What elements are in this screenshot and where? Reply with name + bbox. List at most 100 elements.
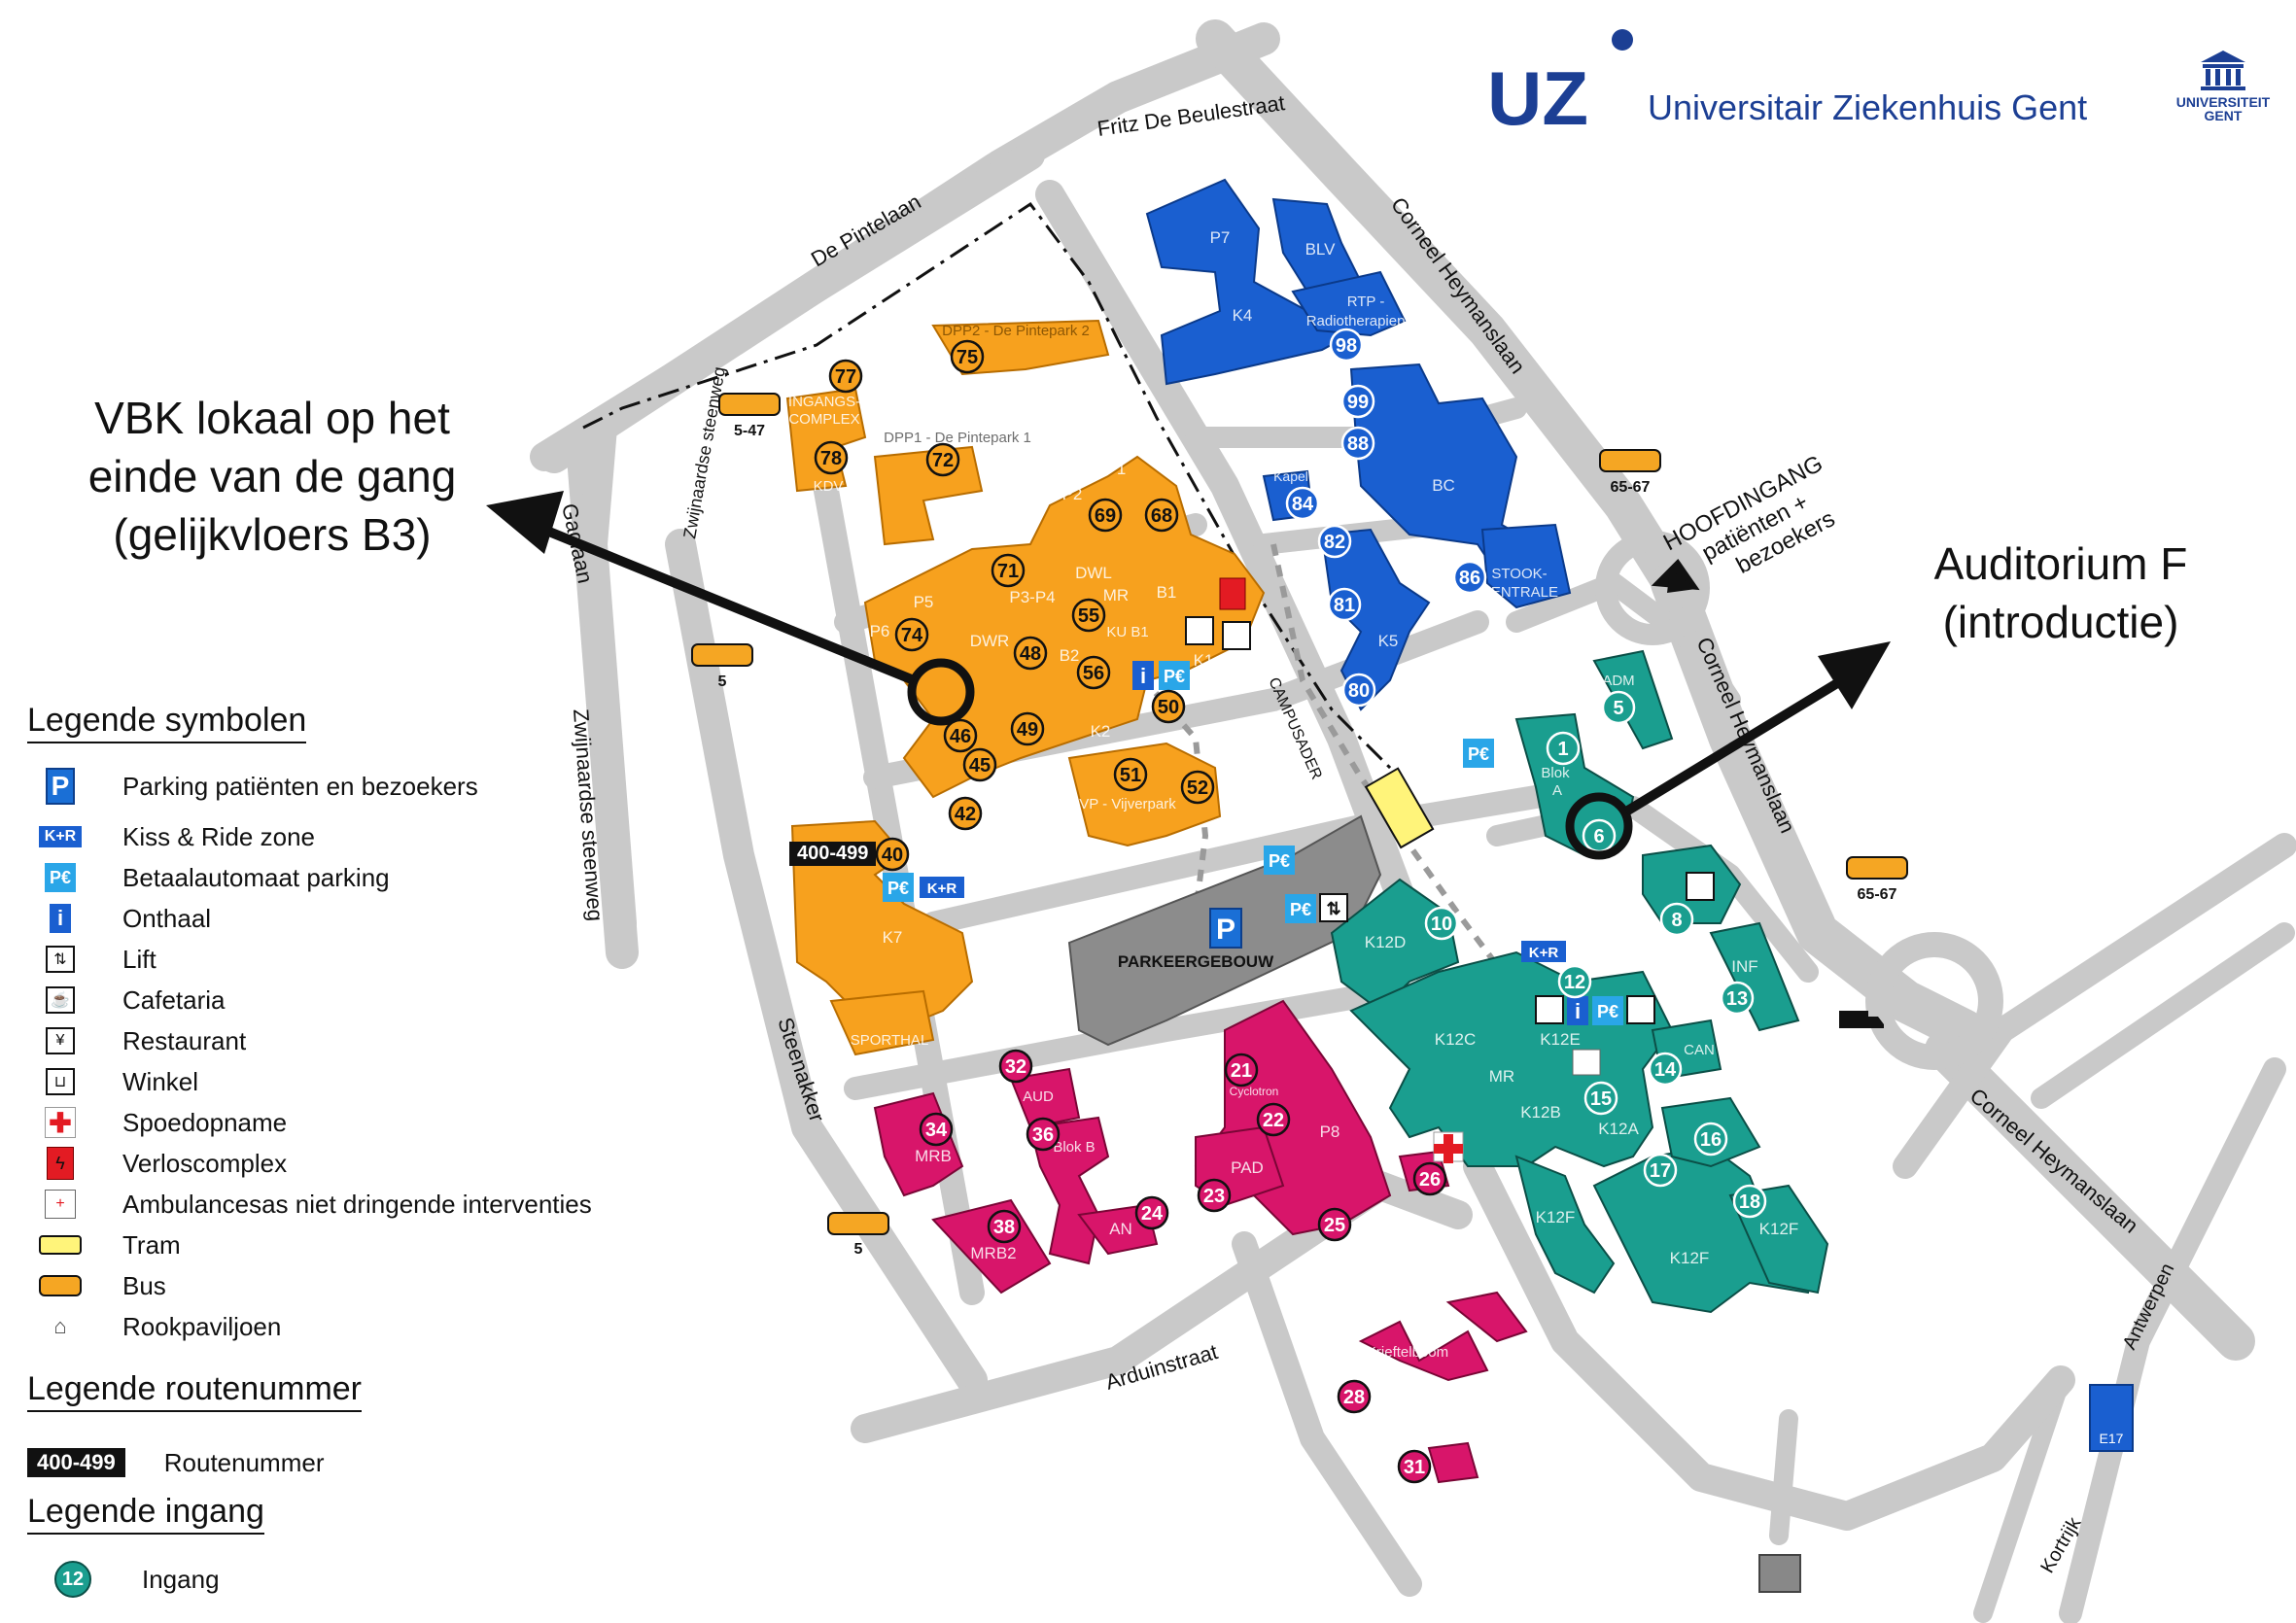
label-p6: P6 xyxy=(870,622,890,640)
marker-72: 72 xyxy=(925,442,960,477)
marker-circle xyxy=(1340,426,1375,461)
maternity-icon[interactable] xyxy=(1219,577,1246,610)
marker-18: 18 xyxy=(1732,1184,1767,1219)
pay-parking-icon[interactable] xyxy=(1264,846,1295,875)
marker-number: 98 xyxy=(1336,335,1357,357)
cafetaria-icon[interactable] xyxy=(1626,995,1655,1024)
kiss-ride-icon[interactable] xyxy=(920,877,964,898)
highlight-ring-auditorium xyxy=(1565,792,1633,860)
marker-84: 84 xyxy=(1285,486,1320,521)
marker-45: 45 xyxy=(962,747,997,782)
legend-entrance-label: Ingang xyxy=(142,1564,220,1594)
legend-item: ⇅ Lift xyxy=(39,941,157,978)
legend-item: ⌂ Rookpaviljoen xyxy=(39,1308,281,1345)
pay-parking-icon[interactable] xyxy=(1592,996,1623,1025)
callout-vbk-line3: (gelijkvloers B3) xyxy=(113,509,432,560)
marker-52: 52 xyxy=(1180,770,1215,805)
pay-parking-icon[interactable] xyxy=(1285,894,1316,923)
marker-98: 98 xyxy=(1329,328,1364,363)
legend-label: Spoedopname xyxy=(122,1107,288,1137)
marker-circle xyxy=(1732,1184,1767,1219)
street-corneel-3: Corneel Heymanslaan xyxy=(1966,1084,2143,1238)
marker-1: 1 xyxy=(1546,731,1581,766)
marker-16: 16 xyxy=(1693,1122,1728,1157)
marker-number: 12 xyxy=(1564,972,1585,993)
hospital-name: Universitair Ziekenhuis Gent xyxy=(1648,87,2088,127)
label-k12f-2: K12F xyxy=(1670,1249,1710,1267)
marker-99: 99 xyxy=(1340,384,1375,419)
bus-icon xyxy=(39,1275,82,1296)
tram-icon xyxy=(39,1235,82,1255)
label-k12f-3: K12F xyxy=(1759,1220,1799,1238)
building-k12f-left xyxy=(1514,1155,1616,1295)
marker-86: 86 xyxy=(1452,560,1487,595)
legend-icon-slot: + xyxy=(39,1189,82,1220)
legend-icon-slot: ⇅ xyxy=(39,944,82,975)
marker-circle xyxy=(1010,711,1045,746)
university-name: UNIVERSITEIT GENT xyxy=(2170,95,2277,122)
marker-12: 12 xyxy=(1557,964,1592,999)
road-arduin xyxy=(851,1171,1473,1443)
marker-circle xyxy=(1256,1102,1291,1137)
legend-entrance-title: Legende ingang xyxy=(27,1493,264,1535)
blue-buildings xyxy=(1145,178,1572,711)
shop-icon: ⊔ xyxy=(46,1068,75,1095)
info-icon[interactable] xyxy=(1132,661,1154,690)
info-letter: i xyxy=(1140,664,1146,688)
marker-circle xyxy=(1224,1053,1259,1088)
smoking-pavilion-icon: ⌂ xyxy=(53,1314,67,1338)
parking-icon[interactable] xyxy=(1209,908,1242,949)
legend-label: Verloscomplex xyxy=(122,1148,288,1178)
label-rtp: RTP - xyxy=(1347,294,1385,310)
kiss-ride-icon[interactable] xyxy=(1521,941,1566,962)
pay-parking-icon[interactable] xyxy=(1159,661,1190,690)
callout-auditorium-line2: (introductie) xyxy=(1942,597,2179,647)
label-aud: AUD xyxy=(1023,1088,1054,1105)
lift-icon[interactable] xyxy=(1319,893,1348,922)
cafetaria-icon[interactable] xyxy=(1222,621,1251,650)
marker-number: 31 xyxy=(1404,1457,1425,1478)
marker-number: 80 xyxy=(1348,680,1370,702)
label-p7: P7 xyxy=(1210,228,1231,247)
entrance-badge: 12 xyxy=(54,1561,91,1598)
road-corneel-south xyxy=(1925,1030,2255,1361)
pay-parking-icon[interactable] xyxy=(883,873,914,902)
legend-icon-slot: P xyxy=(39,768,82,805)
label-dwl: DWL xyxy=(1075,564,1112,582)
bus-stop-icon xyxy=(1599,449,1661,472)
label-b2: B2 xyxy=(1060,646,1080,665)
marker-circle xyxy=(1026,1117,1061,1152)
marker-circle xyxy=(1397,1449,1432,1484)
marker-number: 15 xyxy=(1590,1088,1612,1110)
marker-circle xyxy=(1659,902,1694,937)
legend-label: Rookpaviljoen xyxy=(122,1311,282,1341)
marker-6: 6 xyxy=(1582,818,1617,853)
label-p5: P5 xyxy=(914,593,934,611)
marker-number: 55 xyxy=(1078,605,1099,627)
building-rtp xyxy=(1291,270,1407,337)
label-k12d: K12D xyxy=(1365,933,1407,951)
pay-parking-icon[interactable] xyxy=(1463,739,1494,768)
marker-number: 16 xyxy=(1700,1129,1722,1151)
building-krieftelboom-2 xyxy=(1445,1291,1528,1343)
marker-38: 38 xyxy=(987,1209,1022,1244)
marker-circle xyxy=(1412,1161,1447,1196)
arrow-auditorium-head xyxy=(1818,641,1891,709)
label-k12e: K12E xyxy=(1540,1030,1581,1049)
restaurant-icon[interactable] xyxy=(1686,872,1715,901)
label-pad: PAD xyxy=(1231,1158,1264,1177)
info-icon[interactable] xyxy=(1567,996,1588,1025)
bus-stop-label: 5 xyxy=(854,1241,863,1258)
road-highway-d xyxy=(1973,1370,2070,1623)
route-tag-map: 400-499 xyxy=(789,842,877,866)
marker-81: 81 xyxy=(1327,587,1362,622)
marker-circle xyxy=(814,440,849,475)
building-31 xyxy=(1427,1441,1479,1484)
marker-circle xyxy=(1583,1081,1618,1116)
shop-icon[interactable] xyxy=(1185,616,1214,645)
marker-15: 15 xyxy=(1583,1081,1618,1116)
ambulance-icon[interactable] xyxy=(1572,1049,1601,1076)
marker-circle xyxy=(1071,598,1106,633)
label-kriek: Krieftelboom xyxy=(1367,1344,1448,1361)
shop-icon[interactable] xyxy=(1535,995,1564,1024)
